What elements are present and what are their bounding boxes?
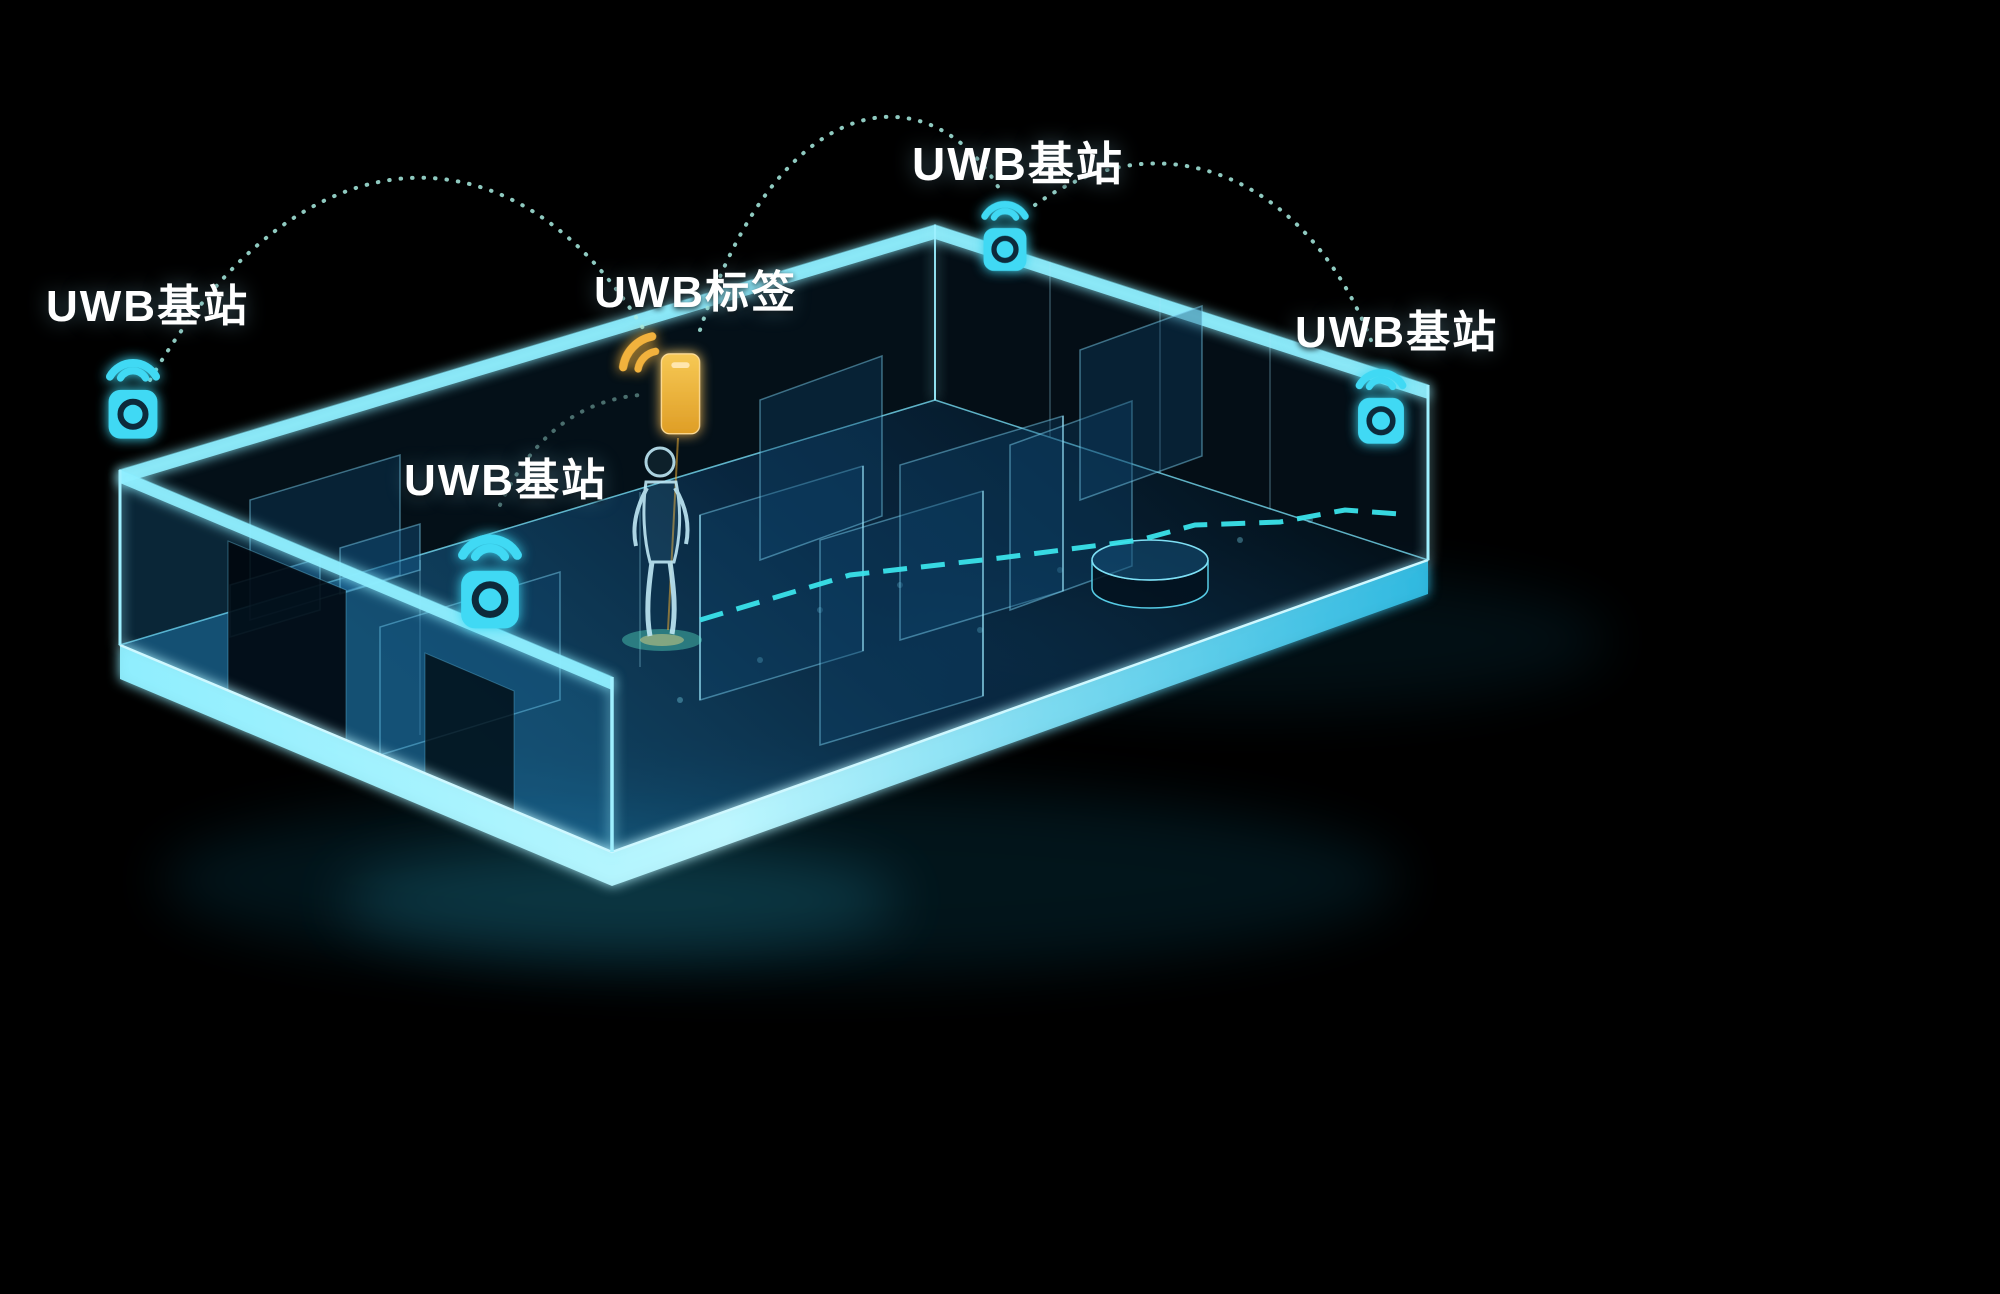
uwb-anchor-icon-left <box>109 363 158 439</box>
signal-arc-tag-to-top <box>698 114 1002 332</box>
label-tag: UWB标签 <box>594 268 798 317</box>
human-figure <box>622 437 702 651</box>
interior-partitions <box>229 304 1209 757</box>
tag-tether <box>667 437 679 631</box>
label-anchor-right: UWB基站 <box>1295 308 1499 357</box>
uwb-anchor-icon-right <box>1358 373 1404 444</box>
label-anchor-top: UWB基站 <box>912 138 1124 190</box>
label-anchor-left: UWB基站 <box>46 282 250 331</box>
uwb-anchor-icon-top <box>984 204 1027 270</box>
building-back-walls <box>119 223 1429 735</box>
uwb-anchor-icon-mid <box>461 539 519 628</box>
floor-route <box>699 507 1401 623</box>
label-anchor-mid: UWB基站 <box>404 456 608 505</box>
reception-desk <box>1091 539 1209 609</box>
building-corner-edges <box>118 225 1430 852</box>
signal-arc-mid-to-tag <box>498 393 642 507</box>
building-front-wall <box>119 468 613 854</box>
signal-arcs <box>148 114 1376 507</box>
